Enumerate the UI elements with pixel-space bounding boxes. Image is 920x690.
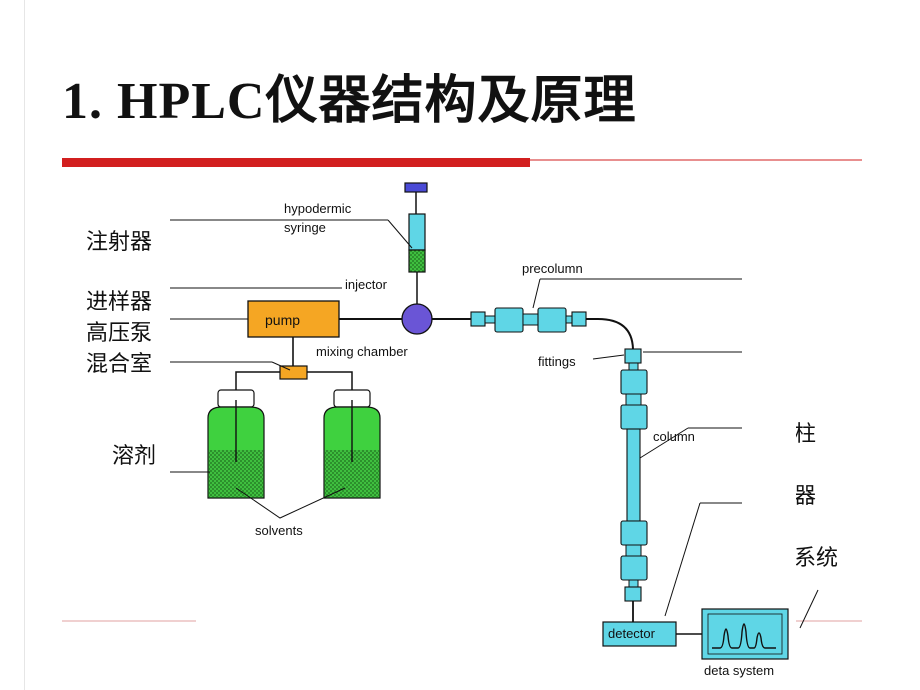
label-detector-en: detector (608, 626, 656, 641)
solvent-bottle-2 (323, 389, 381, 499)
label-pump-cn: 高压泵 (86, 321, 153, 346)
solvent-bottle-1 (207, 389, 265, 499)
title-bar-red (62, 158, 530, 167)
diagram-panel (196, 168, 796, 686)
label-precolumn-en: precolumn (522, 261, 583, 276)
left-margin-rule (0, 0, 25, 690)
label-injector-cn: 进样器 (86, 290, 153, 315)
mixing-chamber (279, 365, 308, 380)
label-syringe-en-1: hypodermic (284, 201, 352, 216)
injector (401, 303, 433, 335)
chromatogram-trace (712, 623, 776, 649)
data-system (701, 608, 789, 660)
precolumn (470, 307, 587, 333)
page-title: 1. HPLC仪器结构及原理 (62, 73, 637, 130)
label-data-system-en: deta system (704, 663, 774, 678)
label-solvent-cn: 溶剂 (112, 444, 157, 469)
label-pump-en: pump (265, 312, 300, 328)
label-syringe-en-2: syringe (284, 220, 326, 235)
syringe (404, 182, 428, 304)
detector (602, 621, 677, 647)
leader-lines (170, 219, 819, 629)
column (620, 348, 648, 622)
label-injector-en: injector (345, 277, 388, 292)
label-mixing-cn: 混合室 (86, 352, 153, 377)
label-fittings-en: fittings (538, 354, 576, 369)
label-mixing-en: mixing chamber (316, 344, 408, 359)
label-syringe-cn: 注射器 (86, 230, 153, 255)
tubing-to-column (586, 318, 634, 350)
label-solvents-en: solvents (255, 523, 303, 538)
